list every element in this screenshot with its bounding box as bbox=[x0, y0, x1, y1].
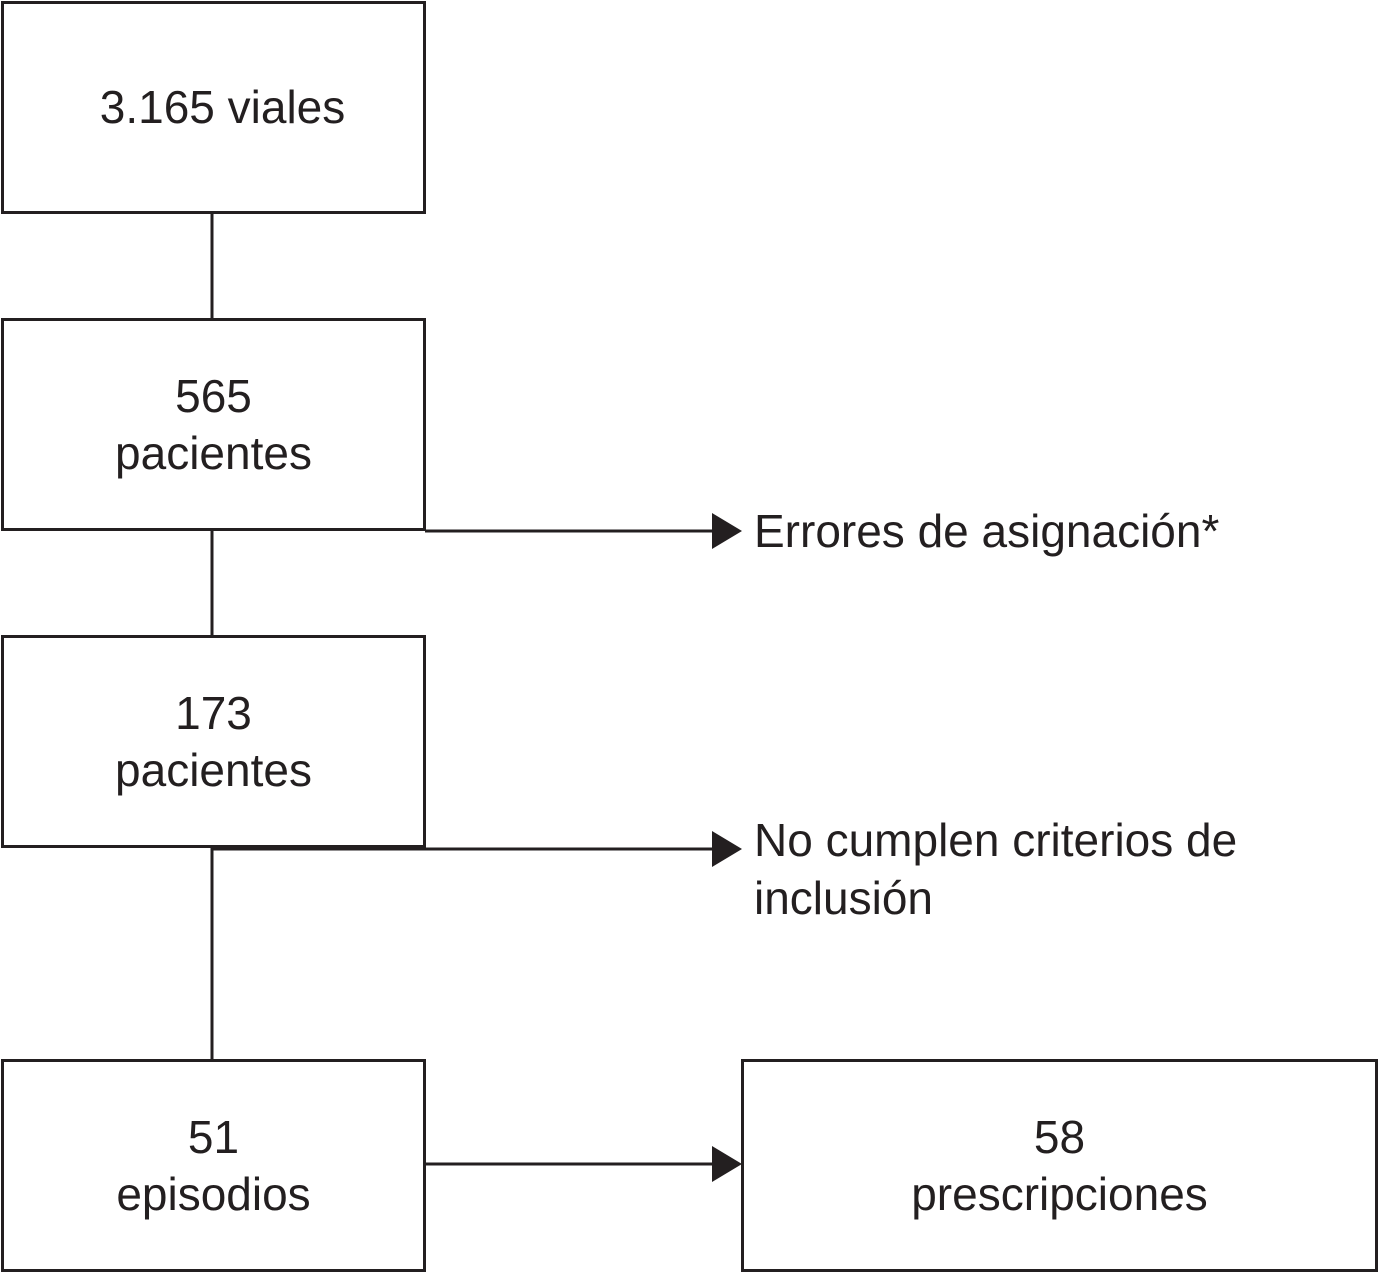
box-prescripciones: 58 prescripciones bbox=[741, 1059, 1378, 1272]
box-pacientes-565-label: pacientes bbox=[115, 426, 312, 479]
arrow-head-criterios bbox=[712, 831, 742, 867]
exclusion-label-errores: Errores de asignación* bbox=[754, 502, 1219, 560]
exclusion-label-errores-line: Errores de asignación* bbox=[754, 505, 1220, 557]
exclusion-label-criterios-line-2: inclusión bbox=[754, 872, 933, 924]
box-pacientes-565-count: 565 bbox=[175, 369, 252, 422]
exclusion-label-criterios: No cumplen criterios de inclusión bbox=[754, 811, 1237, 927]
box-prescripciones-label: prescripciones bbox=[911, 1167, 1208, 1220]
box-episodios: 51 episodios bbox=[1, 1059, 426, 1272]
box-prescripciones-count: 58 bbox=[1033, 1110, 1086, 1163]
exclusion-label-criterios-line-1: No cumplen criterios de bbox=[754, 814, 1238, 866]
box-pacientes-173: 173 pacientes bbox=[1, 635, 426, 848]
box-pacientes-565: 565 pacientes bbox=[1, 318, 426, 531]
box-episodios-label: episodios bbox=[116, 1167, 311, 1220]
box-viales: 3.165 viales bbox=[1, 1, 426, 214]
box-viales-text: 3.165 viales bbox=[99, 81, 346, 133]
arrow-head-prescripciones bbox=[712, 1146, 742, 1182]
box-pacientes-173-label: pacientes bbox=[115, 743, 312, 796]
box-episodios-count: 51 bbox=[187, 1110, 240, 1163]
box-pacientes-173-count: 173 bbox=[175, 686, 252, 739]
arrow-head-errores bbox=[712, 513, 742, 549]
